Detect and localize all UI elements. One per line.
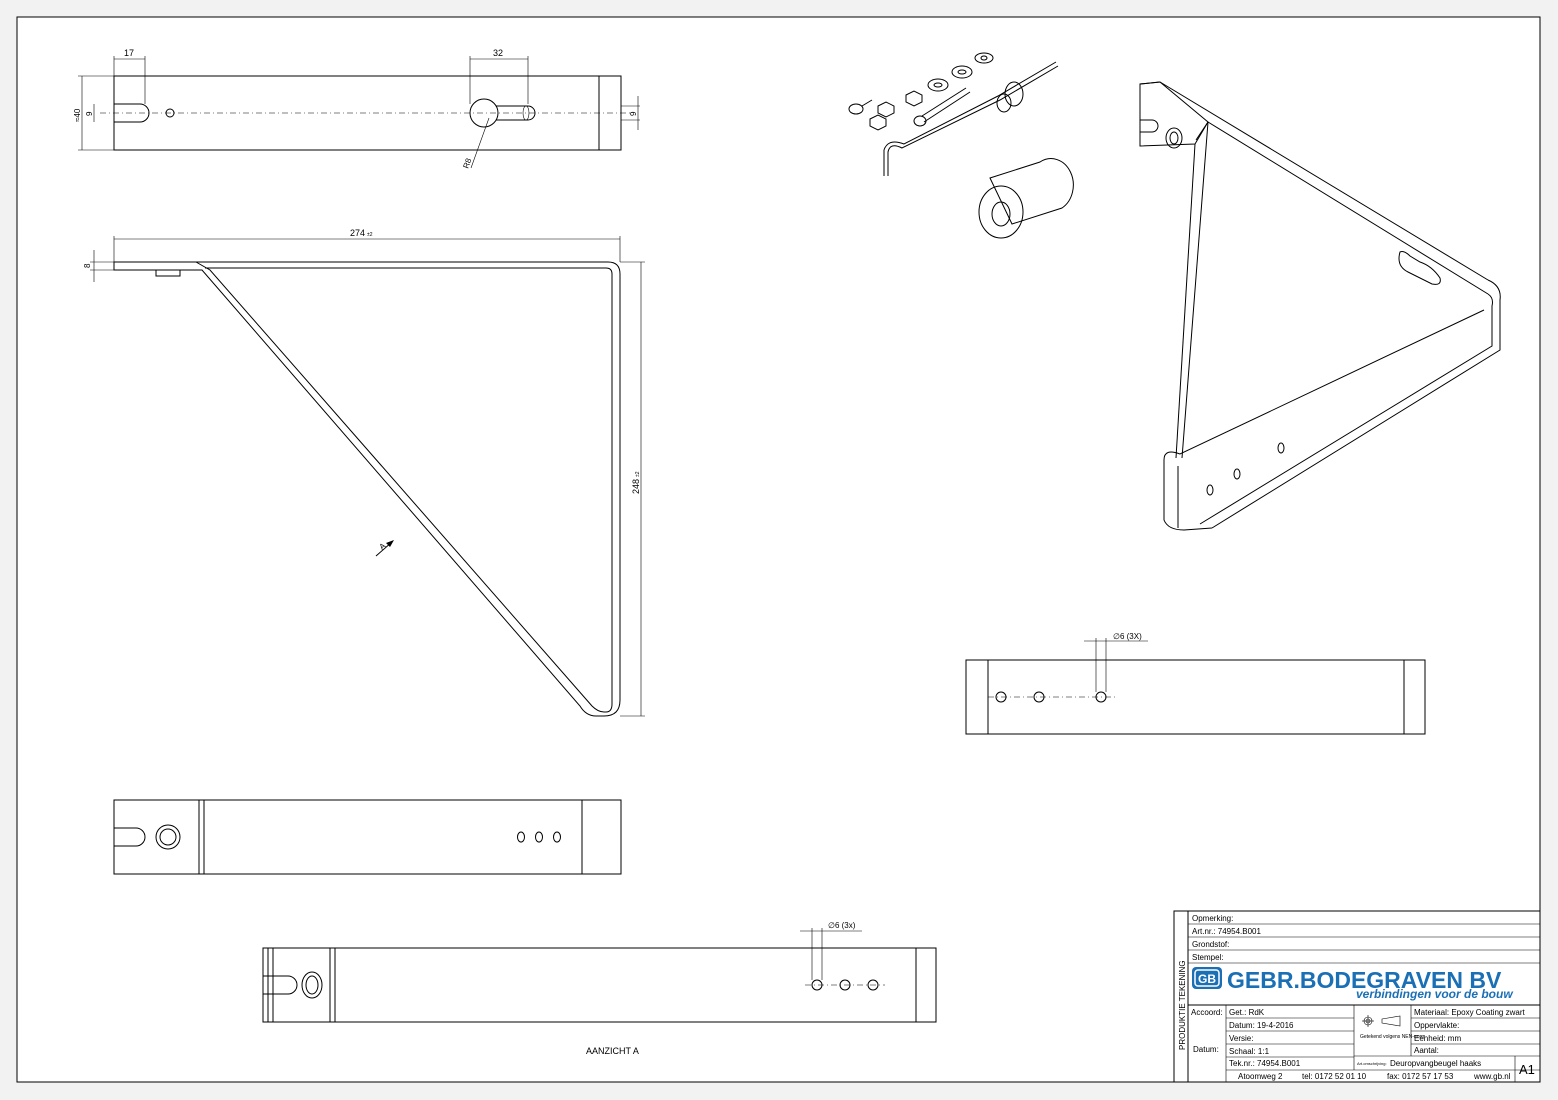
dim-holes-bottom: ∅6 (3x) — [828, 921, 856, 930]
tb-get: Get.: RdK — [1229, 1008, 1265, 1017]
company-logo: GB — [1192, 967, 1222, 989]
logo-letters: GB — [1198, 972, 1216, 986]
tb-grondstof: Grondstof: — [1192, 940, 1229, 949]
bracket-isometric — [1139, 81, 1501, 531]
dim-248: 248±2 — [631, 471, 641, 494]
tb-schaal: Schaal: 1:1 — [1229, 1047, 1270, 1056]
tb-web: www.gb.nl — [1473, 1072, 1511, 1081]
tb-norm: Getekend volgens NEN-norm — [1360, 1034, 1425, 1040]
top-view: 17 32 ≈40 9 9 R8 — [73, 48, 640, 170]
tb-opmerking: Opmerking: — [1192, 914, 1233, 923]
tb-eenheid: Eenheid: mm — [1414, 1034, 1461, 1043]
tb-omschrijving-small: Art.omschrijving: — [1357, 1061, 1387, 1066]
tb-datum-label: Datum: — [1193, 1045, 1219, 1054]
dim-17: 17 — [124, 48, 134, 58]
view-caption: AANZICHT A — [586, 1046, 639, 1056]
hole-view-right: ∅6 (3X) — [965, 632, 1426, 735]
dim-r8: R8 — [461, 156, 473, 169]
tb-accoord: Accoord: — [1191, 1008, 1223, 1017]
dim-9-right: 9 — [629, 111, 638, 116]
bottom-plate-view — [113, 799, 622, 875]
tb-tel: tel: 0172 52 01 10 — [1302, 1072, 1367, 1081]
tb-fax: fax: 0172 57 17 53 — [1387, 1072, 1454, 1081]
tb-address: Atoomweg 2 — [1238, 1072, 1283, 1081]
title-block: PRODUKTIE TEKENING Opmerking: Art.nr.: 7… — [1173, 910, 1541, 1083]
tb-oppervlakte: Oppervlakte: — [1414, 1021, 1459, 1030]
tb-artnr: Art.nr.: 74954.B001 — [1192, 927, 1261, 936]
hardware-parts — [848, 52, 1074, 239]
tb-omschrijving: Deuropvangbeugel haaks — [1390, 1059, 1481, 1068]
view-arrow-a: A — [378, 541, 388, 552]
title-side-label: PRODUKTIE TEKENING — [1178, 960, 1187, 1050]
tb-materiaal: Materiaal: Epoxy Coating zwart — [1414, 1008, 1525, 1017]
tb-teknr: Tek.nr.: 74954.B001 — [1229, 1059, 1301, 1068]
tb-format: A1 — [1519, 1062, 1535, 1077]
dim-holes-right: ∅6 (3X) — [1113, 632, 1142, 641]
tb-aantal: Aantal: — [1414, 1046, 1439, 1055]
tb-datum: Datum: 19-4-2016 — [1229, 1021, 1294, 1030]
company-tagline: verbindingen voor de bouw — [1356, 987, 1513, 1001]
drawing-border — [16, 16, 1541, 1083]
dim-8: 8 — [83, 263, 92, 268]
dim-40: ≈40 — [73, 108, 82, 122]
view-a: ∅6 (3x) AANZICHT A — [262, 921, 937, 1056]
dim-32: 32 — [493, 48, 503, 58]
company-name: GEBR.BODEGRAVEN BV — [1227, 967, 1502, 993]
dim-274: 274±2 — [350, 228, 373, 238]
tb-stempel: Stempel: — [1192, 953, 1224, 962]
tb-versie: Versie: — [1229, 1034, 1253, 1043]
dim-9-left: 9 — [85, 111, 94, 116]
side-view: 274±2 8 248±2 A — [83, 228, 645, 717]
projection-symbol-icon — [1362, 1015, 1401, 1027]
